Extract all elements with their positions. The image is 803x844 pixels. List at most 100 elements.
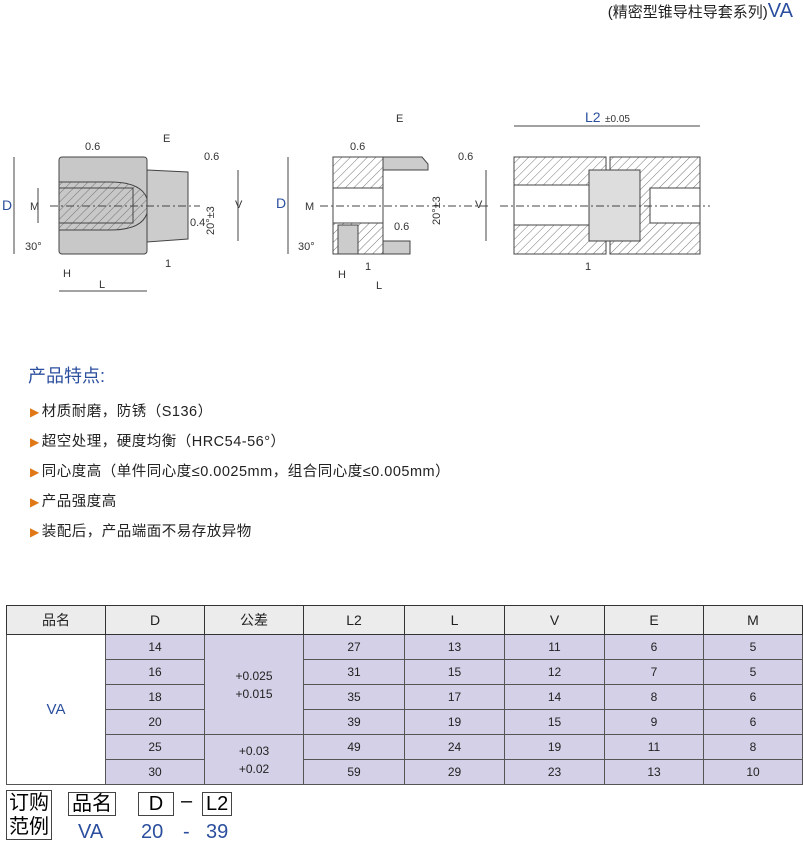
svg-text:L: L <box>376 280 382 292</box>
tolerance-cell: +0.025+0.015 <box>204 634 304 735</box>
header-cell: V <box>504 605 605 635</box>
header-cell: E <box>604 605 704 635</box>
series-title: (精密型锥导柱导套系列)VA <box>607 0 793 22</box>
cell: 29 <box>404 759 505 785</box>
cell: 31 <box>303 659 405 685</box>
header-cell: M <box>703 605 803 635</box>
svg-text:E: E <box>163 133 170 145</box>
svg-text:L: L <box>99 279 105 291</box>
side-view-guide-bush <box>13 156 239 292</box>
svg-text:0.6: 0.6 <box>204 151 219 163</box>
cell: 8 <box>703 734 803 760</box>
order-value-d: 20 <box>141 821 164 843</box>
cell-d: 20 <box>105 709 205 735</box>
header-cell: L2 <box>303 605 405 635</box>
svg-text:0.6: 0.6 <box>85 141 100 153</box>
svg-text:1: 1 <box>165 258 171 270</box>
cell: 39 <box>303 709 405 735</box>
svg-text:H: H <box>338 269 346 281</box>
header-cell: 公差 <box>204 605 304 635</box>
svg-text:30°: 30° <box>25 241 42 253</box>
cell: 17 <box>404 684 505 710</box>
cell: 6 <box>703 709 803 735</box>
header-cell: L <box>404 605 505 635</box>
features-heading: 产品特点: <box>28 366 106 386</box>
assembly-view <box>500 125 710 255</box>
svg-text:0.6: 0.6 <box>458 151 473 163</box>
svg-text:D: D <box>2 197 12 213</box>
cell: 14 <box>504 684 605 710</box>
order-value-dash: - <box>183 821 190 843</box>
feature-item: ▶同心度高（单件同心度≤0.0025mm，组合同心度≤0.005mm） <box>30 464 451 480</box>
cell: 13 <box>404 634 505 660</box>
cell: 6 <box>703 684 803 710</box>
cell-d: 14 <box>105 634 205 660</box>
svg-text:E: E <box>396 113 403 125</box>
feature-item: ▶超空处理，硬度均衡（HRC54-56°） <box>30 434 286 450</box>
cell: 15 <box>404 659 505 685</box>
cell: 5 <box>703 634 803 660</box>
order-dash: – <box>181 790 193 812</box>
order-field-name: 品名 <box>68 792 116 816</box>
cell-d: 25 <box>105 734 205 760</box>
svg-text:V: V <box>475 199 483 211</box>
cell: 19 <box>404 709 505 735</box>
svg-text:0.6: 0.6 <box>394 221 409 233</box>
svg-text:D: D <box>276 195 286 211</box>
cell: 7 <box>604 659 704 685</box>
cell-d: 18 <box>105 684 205 710</box>
side-view-guide-post <box>287 156 490 255</box>
feature-item: ▶产品强度高 <box>30 494 117 510</box>
cell: 11 <box>604 734 704 760</box>
cell-d: 30 <box>105 759 205 785</box>
order-example-label: 订购范例 <box>6 790 52 840</box>
technical-drawing: D M E 0.6 0.6 0.4 V 20°±3 30° H L 1 D M … <box>2 109 710 292</box>
cell: 49 <box>303 734 405 760</box>
cell: 9 <box>604 709 704 735</box>
cell: 15 <box>504 709 605 735</box>
cell: 24 <box>404 734 505 760</box>
svg-text:20°±3: 20°±3 <box>431 196 443 225</box>
cell: 12 <box>504 659 605 685</box>
svg-text:L2: L2 <box>585 109 601 125</box>
svg-text:1: 1 <box>365 261 371 273</box>
cell: 13 <box>604 759 704 785</box>
cell-d: 16 <box>105 659 205 685</box>
header-cell: D <box>105 605 205 635</box>
order-value-name: VA <box>78 821 104 843</box>
cell: 8 <box>604 684 704 710</box>
name-cell: VA <box>6 634 106 785</box>
order-value-l2: 39 <box>206 821 229 843</box>
cell: 59 <box>303 759 405 785</box>
cell: 23 <box>504 759 605 785</box>
order-field-d: D <box>138 792 174 816</box>
cell: 35 <box>303 684 405 710</box>
svg-text:30°: 30° <box>298 241 315 253</box>
cell: 11 <box>504 634 605 660</box>
feature-item: ▶装配后，产品端面不易存放异物 <box>30 524 252 540</box>
cell: 19 <box>504 734 605 760</box>
cell: 10 <box>703 759 803 785</box>
feature-item: ▶材质耐磨，防锈（S136） <box>30 404 213 420</box>
tolerance-cell: +0.03+0.02 <box>204 734 304 785</box>
svg-text:V: V <box>235 199 243 211</box>
cell: 5 <box>703 659 803 685</box>
svg-text:M: M <box>30 201 39 213</box>
cell: 6 <box>604 634 704 660</box>
header-cell: 品名 <box>6 605 106 635</box>
svg-text:0.6: 0.6 <box>350 141 365 153</box>
order-field-l2: L2 <box>202 792 233 816</box>
svg-text:H: H <box>63 268 71 280</box>
svg-text:±0.05: ±0.05 <box>605 114 630 125</box>
svg-text:0.4: 0.4 <box>190 217 205 229</box>
cell: 27 <box>303 634 405 660</box>
svg-text:1: 1 <box>585 261 591 273</box>
